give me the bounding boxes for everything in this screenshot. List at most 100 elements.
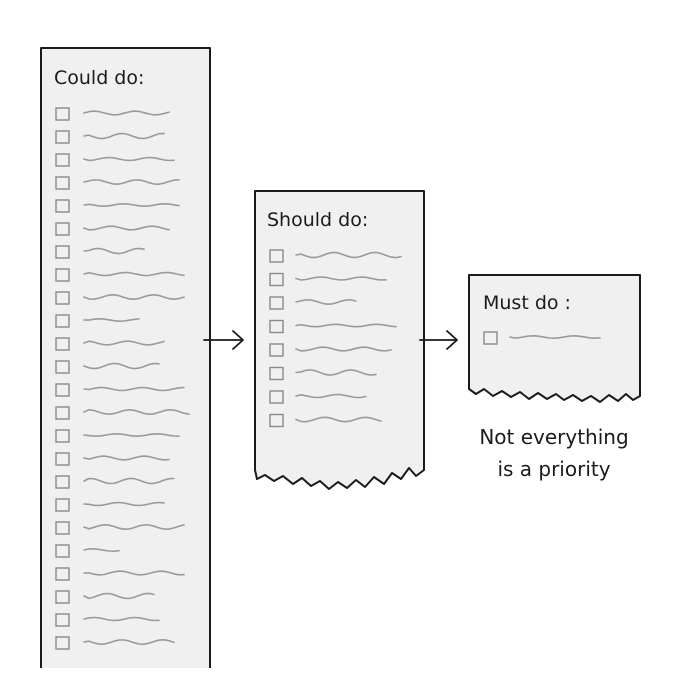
placeholder-text-scribble — [83, 616, 160, 622]
empty-checkbox-icon — [55, 567, 70, 581]
placeholder-text-scribble — [83, 592, 155, 600]
placeholder-text-scribble — [83, 409, 190, 415]
placeholder-text-scribble — [83, 570, 185, 576]
placeholder-text-scribble — [83, 362, 160, 370]
placeholder-text-scribble — [295, 416, 382, 423]
placeholder-text-scribble — [83, 386, 185, 392]
empty-checkbox-icon — [55, 452, 70, 466]
placeholder-text-scribble — [295, 276, 387, 281]
empty-checkbox-icon — [55, 222, 70, 236]
empty-checkbox-icon — [55, 383, 70, 397]
placeholder-text-scribble — [83, 318, 140, 322]
empty-checkbox-icon — [55, 130, 70, 144]
list-item — [55, 521, 185, 535]
empty-checkbox-icon — [55, 337, 70, 351]
empty-checkbox-icon — [269, 413, 284, 428]
empty-checkbox-icon — [55, 199, 70, 213]
placeholder-text-scribble — [509, 335, 601, 339]
empty-checkbox-icon — [55, 544, 70, 558]
could-do-title: Could do: — [54, 67, 144, 89]
placeholder-text-scribble — [295, 369, 377, 376]
list-item — [55, 130, 165, 144]
empty-checkbox-icon — [269, 249, 284, 263]
list-item — [269, 413, 382, 428]
empty-checkbox-icon — [55, 498, 70, 512]
list-item — [55, 452, 170, 466]
placeholder-text-scribble — [83, 477, 175, 485]
empty-checkbox-icon — [55, 268, 70, 282]
list-item — [55, 245, 145, 259]
list-item — [55, 383, 185, 397]
list-item — [55, 406, 190, 420]
could-do-list: Could do: — [40, 47, 211, 668]
placeholder-text-scribble — [83, 639, 175, 645]
placeholder-text-scribble — [295, 251, 402, 259]
list-item — [55, 360, 160, 374]
empty-checkbox-icon — [55, 590, 70, 604]
placeholder-text-scribble — [83, 247, 145, 255]
list-item — [55, 268, 185, 282]
empty-checkbox-icon — [55, 360, 70, 374]
caption-line-1: Not everything — [479, 425, 628, 449]
placeholder-text-scribble — [83, 132, 165, 140]
list-item — [55, 613, 160, 627]
empty-checkbox-icon — [55, 475, 70, 489]
must-do-list: Must do : — [468, 274, 641, 403]
list-item — [269, 272, 387, 287]
list-item — [269, 390, 367, 404]
list-item — [55, 337, 165, 351]
placeholder-text-scribble — [83, 203, 180, 207]
empty-checkbox-icon — [55, 429, 70, 443]
right-arrow-icon — [419, 330, 458, 350]
list-item — [55, 567, 185, 581]
placeholder-text-scribble — [295, 299, 357, 305]
placeholder-text-scribble — [83, 524, 185, 530]
could-do-paper — [40, 47, 211, 668]
empty-checkbox-icon — [269, 343, 284, 357]
list-item — [55, 222, 170, 236]
list-item — [269, 249, 402, 263]
empty-checkbox-icon — [55, 314, 70, 328]
placeholder-text-scribble — [83, 225, 170, 231]
empty-checkbox-icon — [269, 272, 284, 287]
placeholder-text-scribble — [83, 548, 120, 552]
list-item — [55, 429, 180, 443]
must-do-title: Must do : — [483, 292, 571, 314]
placeholder-text-scribble — [83, 110, 170, 116]
empty-checkbox-icon — [55, 406, 70, 420]
list-item — [55, 636, 175, 650]
placeholder-text-scribble — [83, 294, 185, 300]
placeholder-text-scribble — [83, 455, 170, 461]
list-item — [55, 199, 180, 213]
list-item — [55, 176, 180, 190]
empty-checkbox-icon — [483, 331, 498, 345]
list-item — [269, 343, 392, 357]
placeholder-text-scribble — [83, 179, 180, 185]
empty-checkbox-icon — [55, 521, 70, 535]
empty-checkbox-icon — [55, 613, 70, 627]
placeholder-text-scribble — [83, 501, 165, 507]
empty-checkbox-icon — [55, 636, 70, 650]
list-item — [55, 291, 185, 305]
list-item — [269, 366, 377, 381]
empty-checkbox-icon — [55, 153, 70, 167]
list-item — [55, 544, 120, 558]
placeholder-text-scribble — [295, 323, 397, 328]
empty-checkbox-icon — [269, 390, 284, 404]
placeholder-text-scribble — [83, 340, 165, 346]
list-item — [55, 475, 175, 489]
should-do-paper — [254, 190, 425, 490]
list-item — [55, 590, 155, 604]
empty-checkbox-icon — [55, 176, 70, 190]
empty-checkbox-icon — [269, 366, 284, 381]
list-item — [55, 314, 140, 328]
list-item — [269, 319, 397, 334]
should-do-title: Should do: — [267, 209, 368, 231]
empty-checkbox-icon — [55, 245, 70, 259]
placeholder-text-scribble — [83, 156, 175, 162]
could-do-items — [55, 107, 190, 650]
caption-line-2: is a priority — [497, 457, 610, 481]
empty-checkbox-icon — [55, 107, 70, 121]
list-item — [55, 153, 175, 167]
empty-checkbox-icon — [269, 296, 284, 310]
